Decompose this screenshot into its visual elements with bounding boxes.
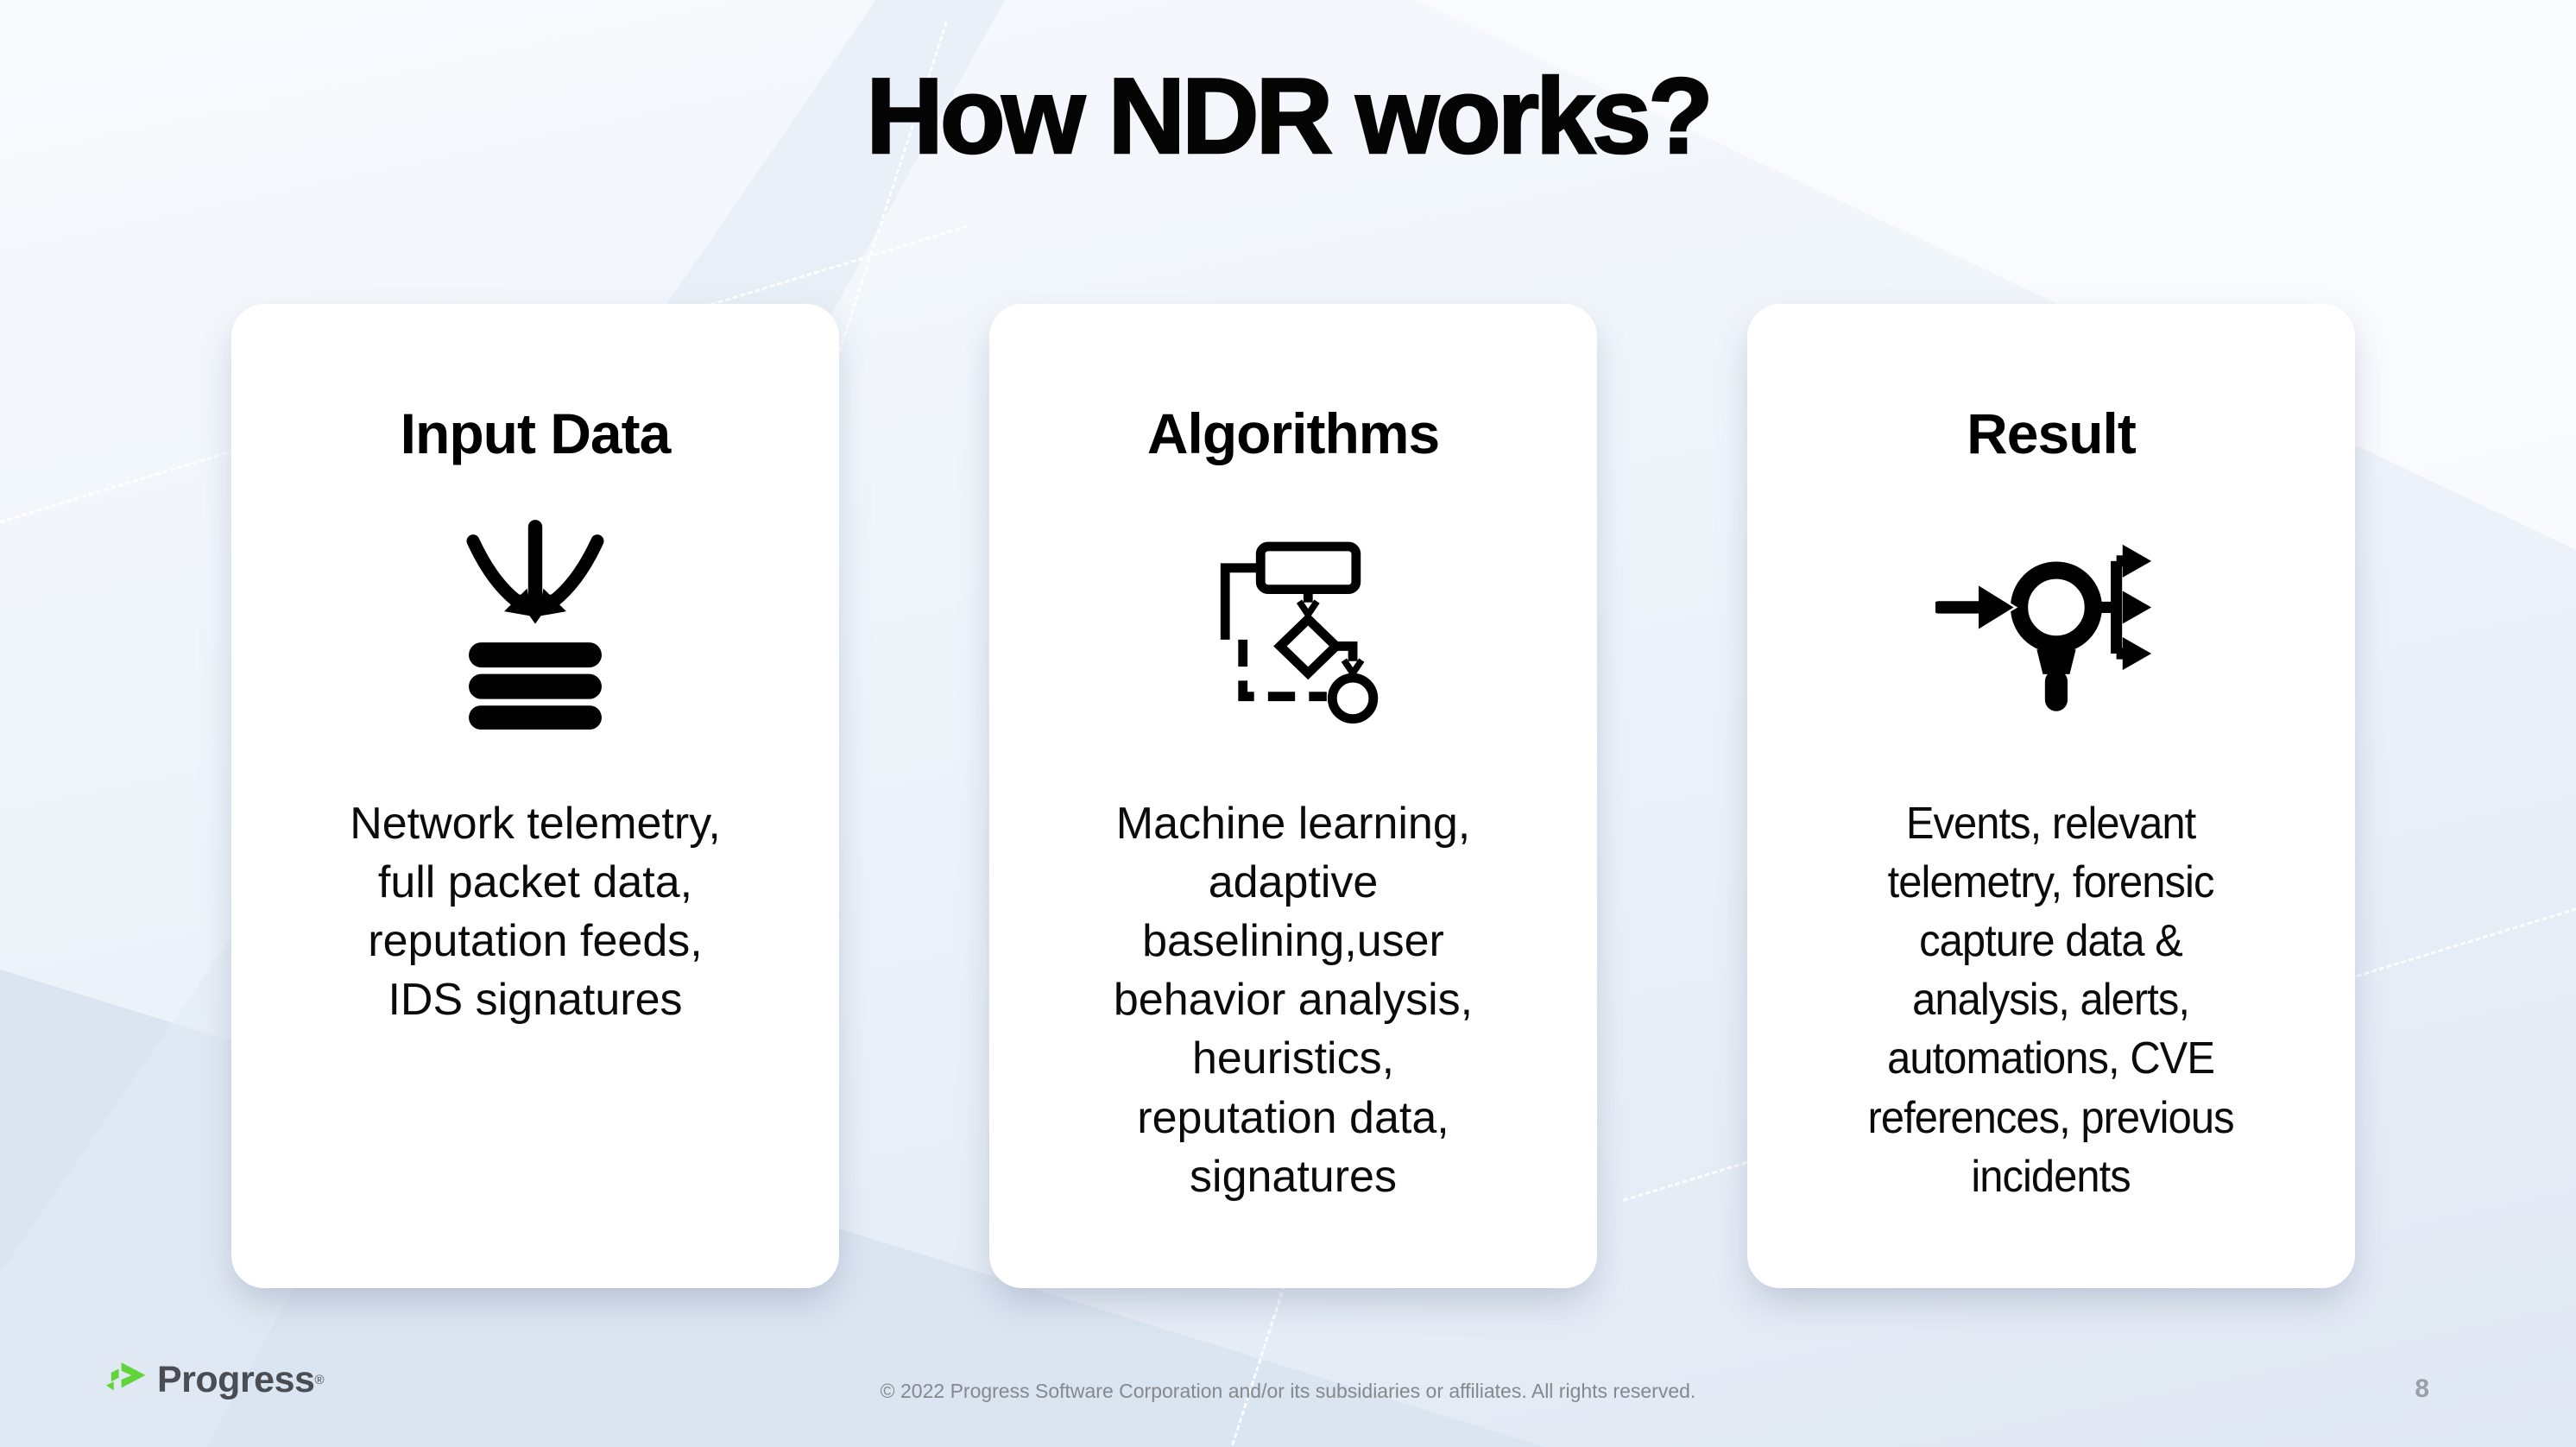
magnifier-branch-arrows-icon xyxy=(1935,508,2167,739)
progress-logo-text: Progress xyxy=(157,1358,315,1400)
registered-mark: ® xyxy=(314,1372,325,1387)
magnifier-branch-arrows-icon xyxy=(1935,544,2152,711)
card-title: Algorithms xyxy=(1146,401,1440,465)
card-result: Result xyxy=(1747,304,2355,1288)
progress-logo: Progress® xyxy=(104,1357,325,1402)
flowchart-icon xyxy=(1220,541,1379,724)
database-input-arrows-icon xyxy=(462,517,609,730)
card-body-text: Network telemetry, full packet data, rep… xyxy=(350,799,721,1026)
card-input-data: Input Data xyxy=(231,304,839,1288)
card-body-text: Events, relevant telemetry, forensic cap… xyxy=(1867,799,2235,1202)
page-number: 8 xyxy=(2415,1374,2429,1403)
copyright-text: © 2022 Progress Software Corporation and… xyxy=(880,1380,1696,1402)
card-algorithms: Algorithms Machine learning, adaptive ba… xyxy=(989,304,1597,1288)
card-title: Result xyxy=(1967,401,2137,465)
flowchart-icon xyxy=(1190,508,1396,739)
database-input-arrows-icon xyxy=(437,508,634,739)
progress-logo-icon xyxy=(105,1362,146,1391)
card-body-text: Machine learning, adaptive baselining,us… xyxy=(1113,799,1474,1202)
card-title: Input Data xyxy=(400,401,672,465)
page-title: How NDR works? xyxy=(865,56,1714,178)
